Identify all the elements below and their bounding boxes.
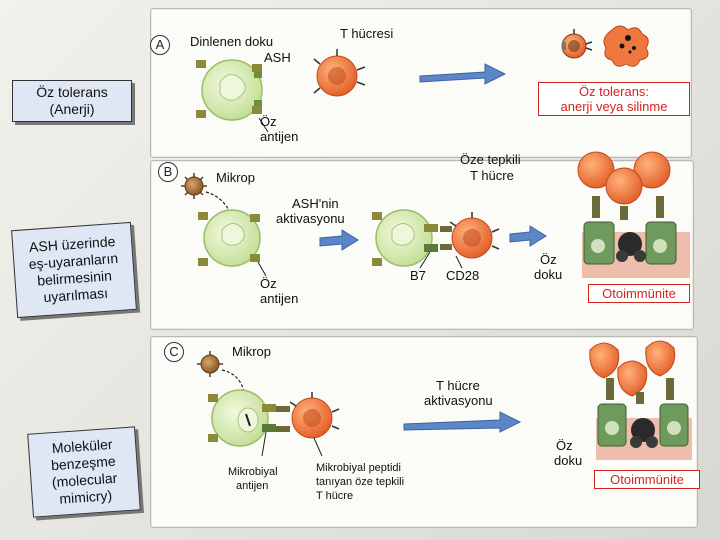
label-resting-apc: Dinlenen doku: [190, 34, 274, 49]
label-self-antigen-a1: Öz: [260, 114, 277, 129]
label-apc-activation-1: ASH'nin: [292, 196, 339, 211]
anergic-t-cell: [561, 29, 593, 59]
t-cell-a: [313, 49, 366, 97]
panel-letter-b: B: [158, 162, 178, 182]
label-peptide-t-2: tanıyan öze tepkili: [316, 476, 405, 488]
label-cd28: CD28: [446, 268, 480, 283]
arrow-b1: [319, 229, 359, 251]
label-peptide-t-3: T hücre: [316, 490, 354, 502]
outcome-autoimmunity-c: Otoimmünite: [594, 470, 700, 489]
label-self-reactive-1: Öze tepkili: [460, 152, 521, 167]
apc-cell-c: [208, 389, 276, 457]
label-t-cell: T hücresi: [340, 26, 394, 41]
activated-apc-b: [372, 209, 438, 269]
label-peptide-t-1: Mikrobiyal peptidi: [316, 462, 401, 474]
outcome-tolerance: Öz tolerans: anerji veya silinme: [538, 82, 690, 116]
microbe-c: [197, 351, 223, 377]
label-apc-activation-2: aktivasyonu: [276, 211, 345, 226]
apc-cell-b: [198, 209, 267, 277]
label-apc-abbr: ASH: [264, 50, 291, 65]
t-cell-c: [276, 392, 340, 457]
label-t-activation-1: T hücre: [436, 378, 480, 393]
label-microbial-antigen-2: antijen: [236, 480, 269, 492]
outcome-autoimmunity-b: Otoimmünite: [588, 284, 690, 303]
arrow-a: [419, 63, 507, 85]
microbe-b: [181, 173, 207, 199]
self-tissue-c: [589, 340, 692, 460]
t-cell-b: [440, 212, 500, 269]
label-t-activation-2: aktivasyonu: [424, 393, 493, 408]
side-label-anergy: Öz tolerans(Anerji): [12, 80, 132, 122]
label-self-antigen-b1: Öz: [260, 276, 277, 291]
label-microbe-b: Mikrop: [216, 170, 256, 185]
deleted-t-cell: [603, 25, 649, 67]
label-self-reactive-2: T hücre: [470, 168, 514, 183]
arrow-b2: [509, 225, 547, 247]
label-self-tissue-b2: doku: [534, 267, 563, 282]
arrow-c: [403, 411, 522, 433]
label-microbe-c: Mikrop: [232, 344, 272, 359]
panel-letter-a: A: [150, 35, 170, 55]
label-self-tissue-c2: doku: [554, 453, 583, 468]
label-self-tissue-b1: Öz: [540, 252, 557, 267]
panel-letter-c: C: [164, 342, 184, 362]
self-tissue-b: [577, 151, 690, 278]
label-self-antigen-b2: antijen: [260, 291, 299, 306]
label-b7: B7: [410, 268, 426, 283]
apc-cell-a: [196, 59, 269, 133]
label-self-antigen-a2: antijen: [260, 129, 299, 144]
label-microbial-antigen-1: Mikrobiyal: [228, 466, 278, 478]
label-self-tissue-c1: Öz: [556, 438, 573, 453]
